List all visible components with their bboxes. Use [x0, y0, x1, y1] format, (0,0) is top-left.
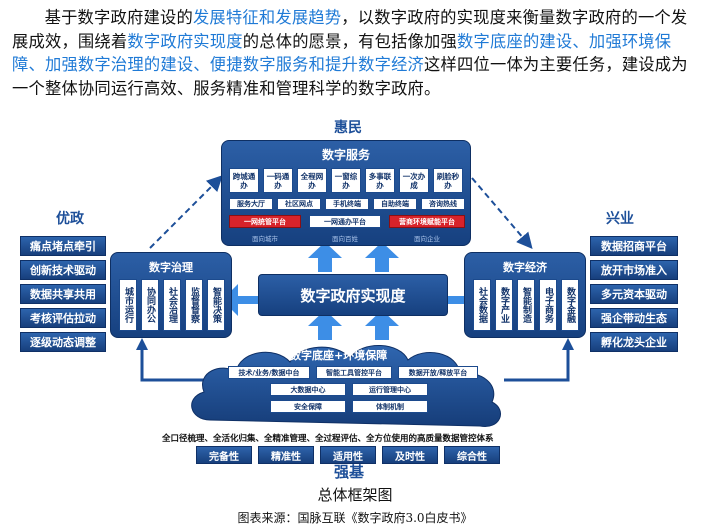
- service-panel: 数字服务 跨城通办 一码通办 全程网办 一窗综办 多事联办 一次办成 刷脸秒办 …: [221, 140, 471, 246]
- governance-item-1: 城市运行: [119, 279, 137, 331]
- right-item-4: 强企带动生态: [590, 308, 678, 328]
- governance-panel: 数字治理 城市运行 协同办公 社会治理 监督督察 智能决策: [110, 252, 232, 338]
- quality-item-5: 综合性: [444, 446, 500, 464]
- service-chip-1: 跨城通办: [229, 168, 259, 193]
- center-arrow-up-2: [365, 242, 399, 272]
- left-item-5: 逐级动态调整: [20, 332, 106, 352]
- quality-item-2: 精准性: [258, 446, 314, 464]
- economy-item-2: 数字产业: [495, 279, 513, 331]
- quality-item-4: 及时性: [382, 446, 438, 464]
- center-arrow-up-1: [308, 242, 342, 272]
- right-item-5: 孵化龙头企业: [590, 332, 678, 352]
- label-xingye: 兴业: [606, 211, 634, 227]
- figure-caption: 总体框架图: [317, 486, 393, 504]
- service-platform-1: 一网统管平台: [229, 215, 301, 228]
- center-box: 数字政府实现度: [258, 274, 448, 316]
- base-chip-2: 智能工具管控平台: [316, 366, 392, 379]
- dashed-arrow-right: [471, 177, 533, 250]
- governance-title: 数字治理: [149, 261, 193, 274]
- quality-item-1: 完备性: [196, 446, 252, 464]
- service-platform-2: 一网通办平台: [309, 215, 381, 228]
- left-item-3: 数据共享共用: [20, 284, 106, 304]
- label-youzheng: 优政: [56, 211, 84, 227]
- para-text-2: ，以数字政府的实现度来衡量数字政府的一个发展成效，围绕着: [12, 8, 688, 51]
- governance-item-3: 社会治理: [163, 279, 181, 331]
- para-highlight-3: 数字底座的建设、加强环境保障、加强数字治理的建设、便捷数字服务和提升数字经济: [12, 31, 672, 75]
- para-highlight-1: 发展特征和发展趋势: [192, 8, 342, 27]
- service-chip-4: 一窗综办: [331, 168, 361, 193]
- service-title: 数字服务: [321, 148, 370, 162]
- economy-item-5: 数字金融: [561, 279, 579, 331]
- service-chip-6: 一次办成: [399, 168, 429, 193]
- service-chip-7: 刷脸秒办: [433, 168, 463, 193]
- economy-panel: 数字经济 社会数据 数字产业 智能制造 电子商务 数字金融: [464, 252, 586, 338]
- right-item-3: 多元资本驱动: [590, 284, 678, 304]
- right-item-2: 放开市场准入: [590, 260, 678, 280]
- center-title: 数字政府实现度: [300, 286, 406, 305]
- para-text-4: 这样四位一体为主要任务，建设成为一个整体协同运行高效、服务精准和管理科学的数字政…: [12, 55, 688, 98]
- label-qiangji: 强基: [334, 463, 365, 481]
- connector-right: [504, 344, 570, 382]
- service-chip-3: 全程网办: [297, 168, 327, 193]
- base-chip-6: 安全保障: [270, 400, 346, 413]
- economy-item-3: 智能制造: [517, 279, 535, 331]
- service-channel-5: 咨询热线: [421, 198, 465, 210]
- left-item-1: 痛点堵点牵引: [20, 236, 106, 256]
- economy-item-4: 电子商务: [539, 279, 557, 331]
- governance-item-2: 协同办公: [141, 279, 159, 331]
- base-chip-4: 大数据中心: [270, 383, 346, 396]
- left-item-2: 创新技术驱动: [20, 260, 106, 280]
- para-highlight-2: 数字政府实现度: [127, 31, 243, 51]
- connector-left: [140, 344, 206, 382]
- quality-item-3: 适用性: [320, 446, 376, 464]
- economy-item-1: 社会数据: [473, 279, 491, 331]
- service-channel-2: 社区网点: [277, 198, 321, 210]
- economy-title: 数字经济: [503, 261, 547, 274]
- service-channel-1: 服务大厅: [229, 198, 273, 210]
- base-chip-1: 技术/业务/数据中台: [228, 366, 310, 379]
- service-chip-5: 多事联办: [365, 168, 395, 193]
- base-title: 数字底座+环境保障: [290, 349, 388, 362]
- governance-item-4: 监督督察: [185, 279, 203, 331]
- service-platform-3: 营商环境赋能平台: [389, 215, 465, 228]
- center-arrow-up-3: [308, 310, 342, 340]
- base-chip-7: 体制机制: [352, 400, 428, 413]
- service-target-3: 面向企业: [414, 235, 440, 243]
- label-huimin: 惠民: [334, 120, 362, 136]
- service-channel-3: 手机终端: [325, 198, 369, 210]
- service-target-1: 面向城市: [252, 235, 278, 243]
- dashed-arrow-left: [149, 175, 223, 249]
- right-item-1: 数据招商平台: [590, 236, 678, 256]
- left-item-4: 考核评估拉动: [20, 308, 106, 328]
- base-chip-3: 数据开放/释放平台: [398, 366, 478, 379]
- figure-source: 图表来源：国脉互联《数字政府3.0白皮书》: [237, 511, 473, 525]
- governance-item-5: 智能决策: [207, 279, 225, 331]
- intro-paragraph: 基于数字政府建设的发展特征和发展趋势，以数字政府的实现度来衡量数字政府的一个发展…: [12, 6, 702, 100]
- para-text-3: 的总体的愿景，有包括像加强: [242, 31, 458, 51]
- base-chip-5: 运行管理中心: [352, 383, 428, 396]
- service-channel-4: 自助终端: [373, 198, 417, 210]
- service-target-2: 面向百姓: [332, 235, 358, 243]
- para-text-1: 基于数字政府建设的: [44, 8, 193, 27]
- quality-text: 全口径梳理、全活化归集、全精准管理、全过程评估、全方位使用的高质量数据管控体系: [162, 434, 494, 444]
- center-arrow-up-4: [365, 310, 399, 340]
- service-chip-2: 一码通办: [263, 168, 293, 193]
